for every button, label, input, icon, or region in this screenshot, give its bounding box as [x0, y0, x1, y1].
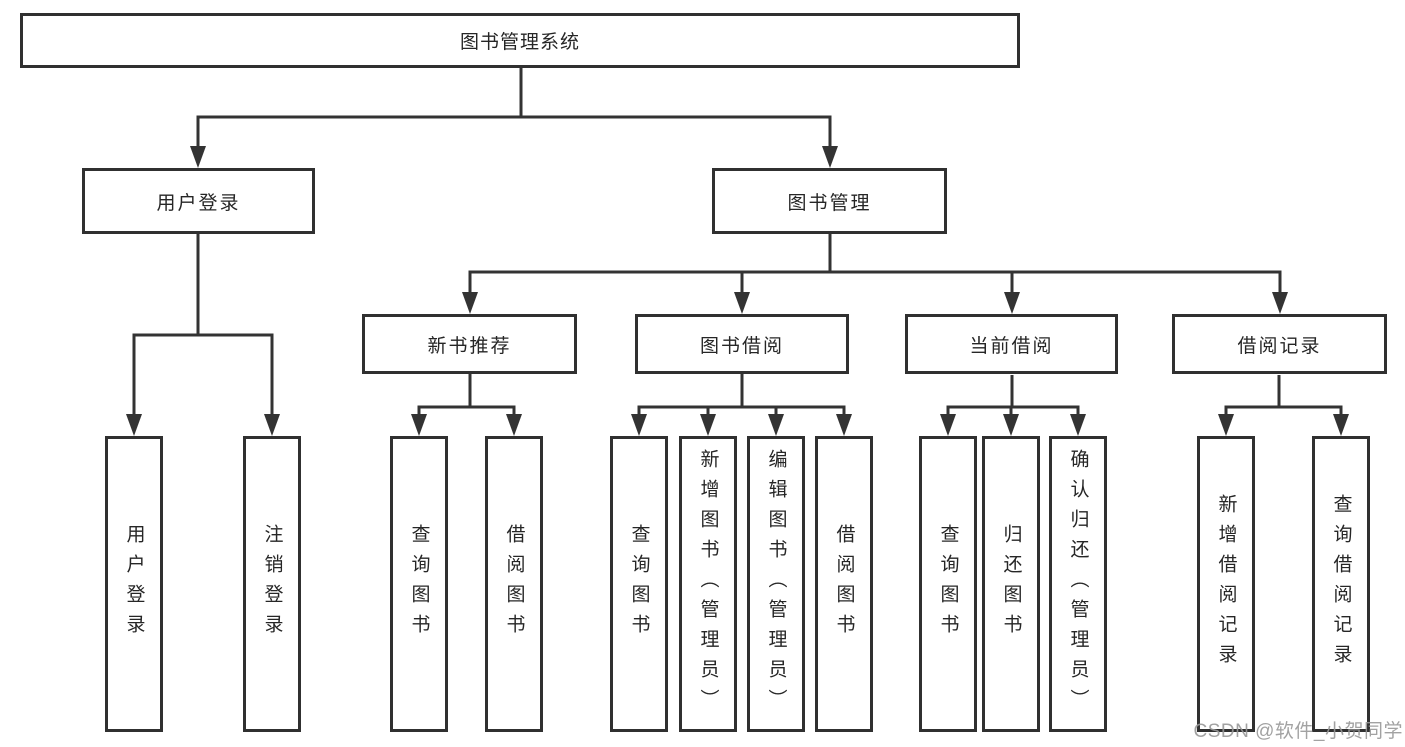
arrow-down-icon — [1333, 414, 1349, 436]
node-user-login: 用户登录 — [82, 168, 315, 234]
arrow-down-icon — [1218, 414, 1234, 436]
arrow-down-icon — [1070, 414, 1086, 436]
leaf-borrow-books-recommend: 借阅图书 — [485, 436, 543, 732]
node-current-borrowing: 当前借阅 — [905, 314, 1118, 374]
leaf-label: 注销登录 — [261, 524, 283, 644]
leaf-label: 确认归还（管理员） — [1067, 449, 1089, 719]
leaf-label: 新增图书（管理员） — [697, 449, 719, 719]
edge-borrowing-records-split — [1218, 375, 1349, 436]
leaf-edit-book-admin: 编辑图书（管理员） — [747, 436, 805, 732]
leaf-label: 查询借阅记录 — [1330, 494, 1352, 674]
leaf-label: 借阅图书 — [503, 524, 525, 644]
node-book-management: 图书管理 — [712, 168, 947, 234]
leaf-label: 查询图书 — [628, 524, 650, 644]
edge-user-login-split — [126, 234, 280, 436]
arrow-down-icon — [462, 292, 478, 314]
leaf-user-login: 用户登录 — [105, 436, 163, 732]
node-new-book-recommendation: 新书推荐 — [362, 314, 577, 374]
leaf-label: 借阅图书 — [833, 524, 855, 644]
arrow-down-icon — [631, 414, 647, 436]
leaf-search-books-borrowing: 查询图书 — [610, 436, 668, 732]
arrow-down-icon — [836, 414, 852, 436]
node-book-borrowing: 图书借阅 — [635, 314, 849, 374]
node-label: 借阅记录 — [1237, 335, 1322, 357]
arrow-down-icon — [734, 292, 750, 314]
arrow-down-icon — [190, 146, 206, 168]
node-label: 当前借阅 — [969, 335, 1054, 357]
leaf-label: 新增借阅记录 — [1215, 494, 1237, 674]
arrow-down-icon — [506, 414, 522, 436]
edge-current-borrowing-split — [940, 375, 1086, 436]
arrow-down-icon — [822, 146, 838, 168]
arrow-down-icon — [1004, 292, 1020, 314]
node-label: 图书管理系统 — [459, 32, 580, 53]
node-library-management-system: 图书管理系统 — [20, 13, 1020, 68]
node-label: 新书推荐 — [427, 335, 512, 357]
arrow-down-icon — [700, 414, 716, 436]
leaf-logout: 注销登录 — [243, 436, 301, 732]
leaf-search-books-current: 查询图书 — [919, 436, 977, 732]
node-label: 图书管理 — [787, 192, 872, 214]
edge-new-book-recommendation-split — [411, 374, 522, 436]
leaf-label: 用户登录 — [123, 524, 145, 644]
leaf-search-borrow-record: 查询借阅记录 — [1312, 436, 1370, 732]
arrow-down-icon — [940, 414, 956, 436]
leaf-add-borrow-record: 新增借阅记录 — [1197, 436, 1255, 732]
node-label: 用户登录 — [156, 192, 241, 214]
leaf-label: 编辑图书（管理员） — [765, 449, 787, 719]
leaf-label: 查询图书 — [937, 524, 959, 644]
leaf-return-books: 归还图书 — [982, 436, 1040, 732]
arrow-down-icon — [768, 414, 784, 436]
edge-root-split — [190, 66, 838, 168]
arrow-down-icon — [1272, 292, 1288, 314]
node-borrowing-records: 借阅记录 — [1172, 314, 1387, 374]
node-label: 图书借阅 — [699, 335, 784, 357]
leaf-search-books-recommend: 查询图书 — [390, 436, 448, 732]
leaf-add-book-admin: 新增图书（管理员） — [679, 436, 737, 732]
arrow-down-icon — [411, 414, 427, 436]
leaf-borrow-books-borrowing: 借阅图书 — [815, 436, 873, 732]
leaf-label: 归还图书 — [1000, 524, 1022, 644]
leaf-label: 查询图书 — [408, 524, 430, 644]
arrow-down-icon — [1003, 414, 1019, 436]
leaf-confirm-return-admin: 确认归还（管理员） — [1049, 436, 1107, 732]
edge-book-management-split — [462, 234, 1288, 314]
arrow-down-icon — [264, 414, 280, 436]
arrow-down-icon — [126, 414, 142, 436]
edge-book-borrowing-split — [631, 374, 852, 436]
watermark: CSDN @软件_小贺同学 — [1193, 721, 1403, 742]
